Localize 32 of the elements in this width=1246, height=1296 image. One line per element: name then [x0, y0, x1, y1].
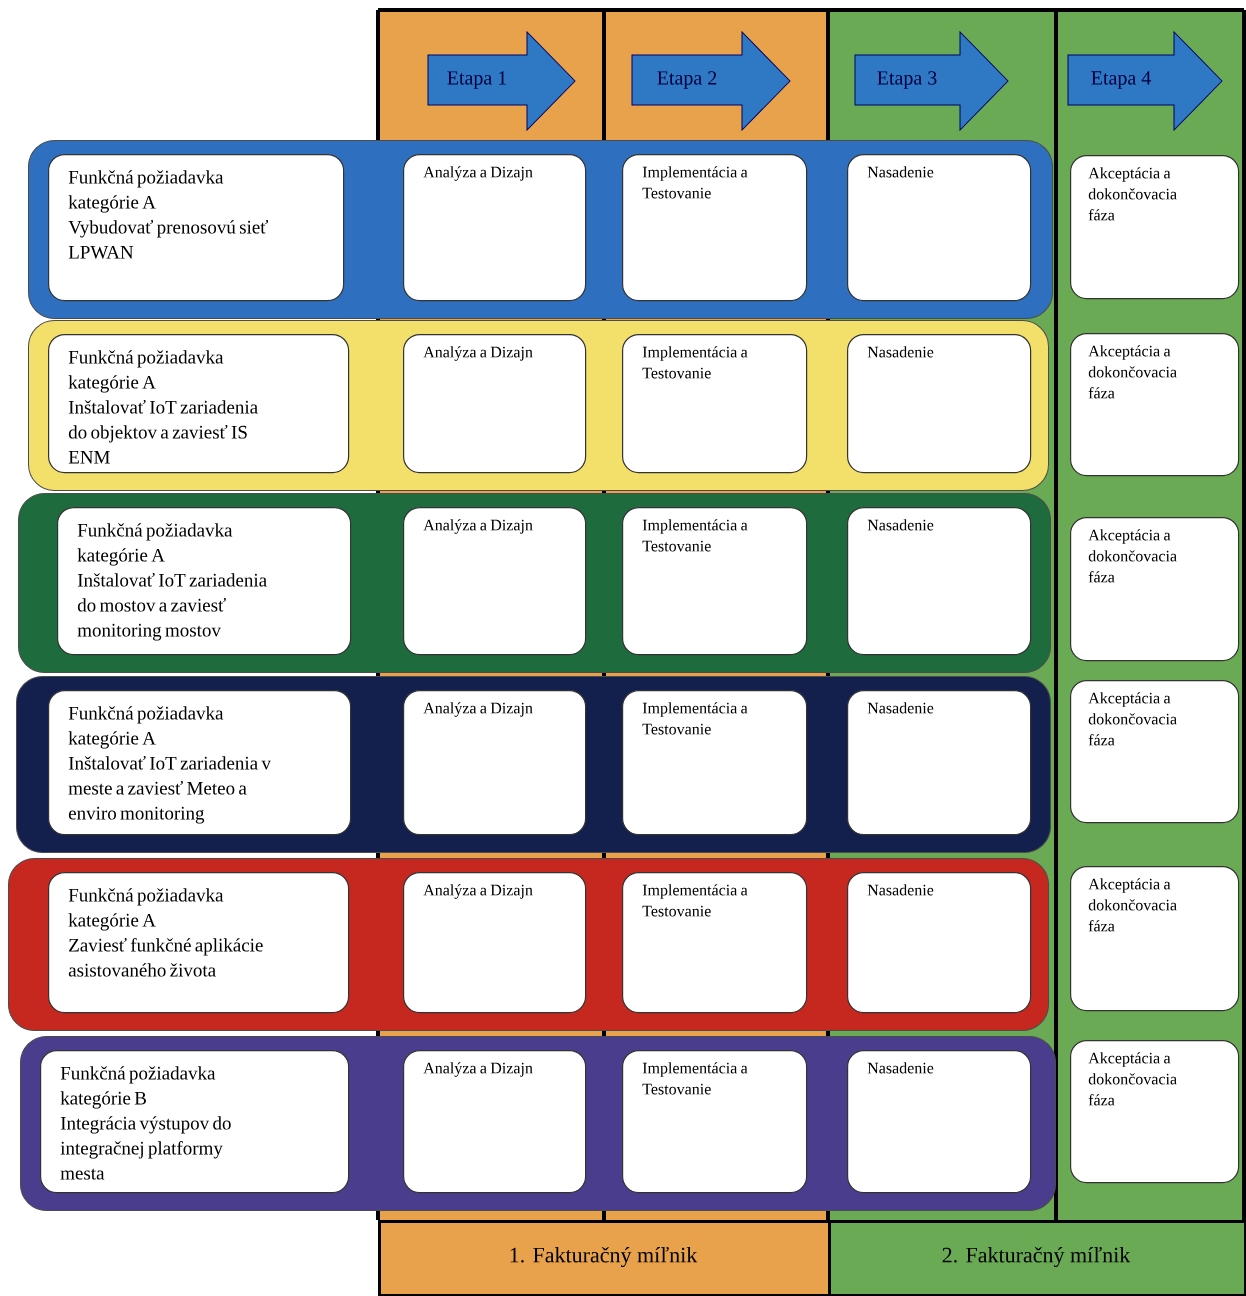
milestone-box: 2. Fakturačný míľnik [828, 1220, 1246, 1296]
task-box: Nasadenie [847, 872, 1032, 1014]
requirement-box: Funkčná požiadavka kategórie A Zaviesť funkčné aplikácie asistovaného života [48, 872, 350, 1014]
task-box: Analýza a Dizajn [403, 1050, 587, 1194]
requirement-box: Funkčná požiadavka kategórie A Inštalovať IoT zariadenia v meste a zaviesť Meteo a enviro monitoring [48, 690, 352, 836]
task-box: Akceptácia a dokončovacia fáza [1070, 680, 1240, 824]
task-box: Implementácia a Testovanie [622, 690, 808, 836]
task-box: Implementácia a Testovanie [622, 507, 808, 656]
task-box: Implementácia a Testovanie [622, 872, 808, 1014]
task-box: Implementácia a Testovanie [622, 334, 808, 474]
task-box: Nasadenie [847, 507, 1032, 656]
task-box: Analýza a Dizajn [403, 507, 587, 656]
task-box: Akceptácia a dokončovacia fáza [1070, 155, 1240, 300]
requirement-box: Funkčná požiadavka kategórie A Inštalovať IoT zariadenia do objektov a zaviesť IS ENM [48, 334, 350, 474]
task-box: Nasadenie [847, 1050, 1032, 1194]
task-box: Analýza a Dizajn [403, 334, 587, 474]
task-box: Akceptácia a dokončovacia fáza [1070, 333, 1240, 477]
requirement-box: Funkčná požiadavka kategórie B Integrácia výstupov do integračnej platformy mesta [40, 1050, 350, 1194]
task-box: Nasadenie [847, 154, 1032, 302]
task-box: Akceptácia a dokončovacia fáza [1070, 517, 1240, 662]
requirement-box: Funkčná požiadavka kategórie A Inštalovať IoT zariadenia do mostov a zaviesť monitoring mostov [57, 507, 352, 656]
task-box: Implementácia a Testovanie [622, 1050, 808, 1194]
task-box: Akceptácia a dokončovacia fáza [1070, 866, 1240, 1012]
task-box: Nasadenie [847, 334, 1032, 474]
task-box: Nasadenie [847, 690, 1032, 836]
task-box: Analýza a Dizajn [403, 690, 587, 836]
task-box: Implementácia a Testovanie [622, 154, 808, 302]
task-box: Analýza a Dizajn [403, 154, 587, 302]
task-box: Analýza a Dizajn [403, 872, 587, 1014]
milestone-box: 1. Fakturačný míľnik [378, 1220, 831, 1296]
task-box: Akceptácia a dokončovacia fáza [1070, 1040, 1240, 1184]
requirement-box: Funkčná požiadavka kategórie A Vybudovať prenosovú sieť LPWAN [48, 154, 345, 302]
